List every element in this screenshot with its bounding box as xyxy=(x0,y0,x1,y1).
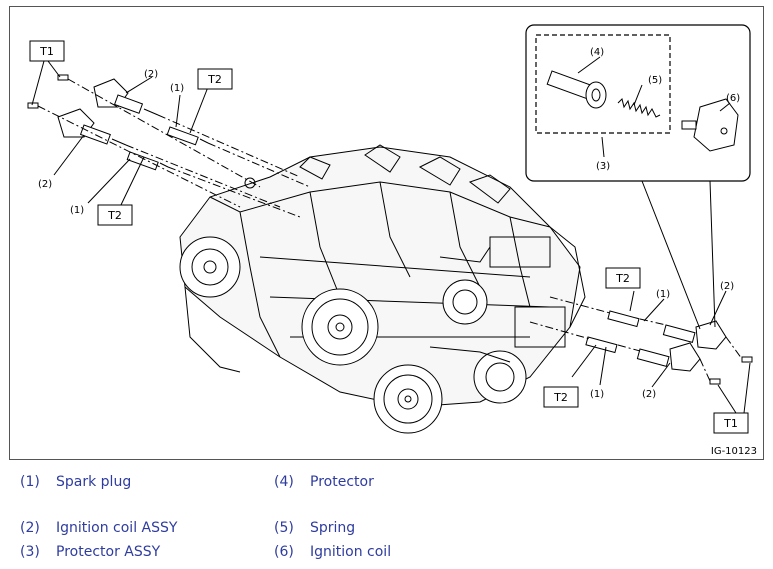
callout-2-right-top: (2) xyxy=(720,281,734,292)
left-coil-upper xyxy=(93,78,159,116)
callout-1-right-top: (1) xyxy=(656,289,670,300)
legend-item-3: (3)Protector ASSY xyxy=(20,544,161,560)
left-bolts xyxy=(27,74,69,109)
legend-item-1: (1)Spark plug xyxy=(20,474,132,490)
legend-item-6: (6)Ignition coil xyxy=(274,544,392,560)
legend-item-4: (4)Protector xyxy=(274,474,374,490)
torque-label-t2-left: T2 xyxy=(97,204,133,226)
callout-1-right-bottom: (1) xyxy=(590,389,604,400)
callout-1-left-bottom: (1) xyxy=(70,205,84,216)
torque-label-t1-left: T1 xyxy=(29,40,65,62)
right-coil-upper xyxy=(662,320,727,350)
right-spark-plugs xyxy=(585,310,640,354)
svg-text:T1: T1 xyxy=(39,45,54,58)
exploded-diagram: T1 T2 T2 T2 T2 T1 (2) (1) (2) (1) (4) (5… xyxy=(27,24,753,434)
callout-2-left-top: (2) xyxy=(144,69,158,80)
torque-label-t2-right-top: T2 xyxy=(605,267,641,289)
left-coil-lower xyxy=(57,108,127,146)
spring-part xyxy=(617,98,661,118)
callout-4: (4) xyxy=(590,47,604,58)
legend-item-5: (5)Spring xyxy=(274,520,356,536)
left-spark-plug-upper xyxy=(166,126,209,146)
svg-text:T2: T2 xyxy=(107,209,122,222)
engine-block xyxy=(179,144,586,434)
leader-lines xyxy=(31,56,751,414)
ignition-coil-part xyxy=(681,98,739,152)
callout-2-left-bottom: (2) xyxy=(38,179,52,190)
svg-text:T2: T2 xyxy=(553,391,568,404)
torque-label-t2-top: T2 xyxy=(197,68,233,90)
legend-item-2: (2)Ignition coil ASSY xyxy=(20,520,178,536)
right-bolts xyxy=(709,356,753,385)
parts-legend: (1)Spark plug (2)Ignition coil ASSY (3)P… xyxy=(0,468,773,568)
diagram-frame: T1 T2 T2 T2 T2 T1 (2) (1) (2) (1) (4) (5… xyxy=(9,6,764,460)
torque-label-t1-right: T1 xyxy=(713,412,749,434)
right-coil-lower xyxy=(636,342,701,372)
callout-6: (6) xyxy=(726,93,740,104)
callout-2-right-bottom: (2) xyxy=(642,389,656,400)
callout-3: (3) xyxy=(596,161,610,172)
callout-1-left-top: (1) xyxy=(170,83,184,94)
protector-part xyxy=(546,70,607,109)
callout-5: (5) xyxy=(648,75,662,86)
inset-callout xyxy=(525,24,751,330)
figure-id: IG-10123 xyxy=(710,446,757,457)
svg-text:T2: T2 xyxy=(615,272,630,285)
left-dash-lines xyxy=(37,78,311,218)
left-spark-plug-lower xyxy=(126,151,169,171)
svg-text:T2: T2 xyxy=(207,73,222,86)
svg-text:T1: T1 xyxy=(723,417,738,430)
torque-label-t2-right-bottom: T2 xyxy=(543,386,579,408)
